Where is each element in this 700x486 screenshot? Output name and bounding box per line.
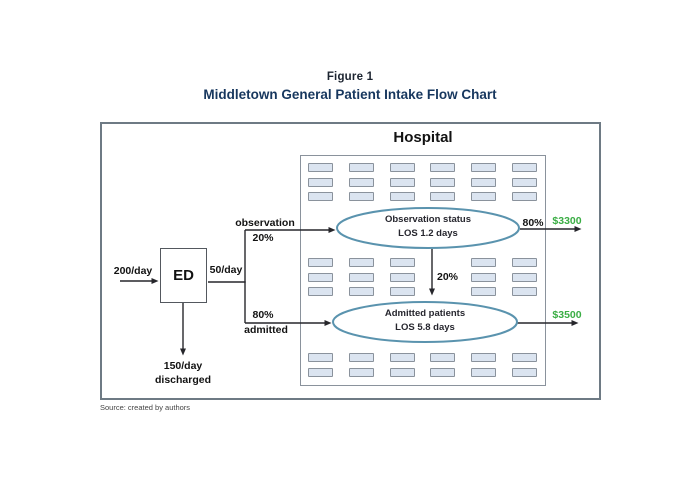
observation-node-line1: Observation status — [384, 214, 472, 225]
admitted-branch-word-label: admitted — [244, 324, 288, 336]
ed-output-rate-label: 50/day — [209, 264, 243, 276]
observation-branch-pct-label: 20% — [252, 232, 274, 244]
admitted-branch-pct-label: 80% — [252, 309, 274, 321]
admitted-out-value-label: $3500 — [552, 309, 582, 321]
figure-title: Middletown General Patient Intake Flow C… — [203, 87, 497, 102]
admitted-node-line1: Admitted patients — [384, 308, 466, 319]
observation-node-line2: LOS 1.2 days — [398, 227, 458, 239]
hospital-label: Hospital — [393, 129, 453, 146]
hospital-building — [300, 155, 546, 386]
admitted-node-ellipse — [332, 301, 518, 343]
observation-out-pct-label: 80% — [522, 217, 544, 229]
transfer-pct-label: 20% — [437, 271, 459, 283]
observation-node-ellipse — [336, 207, 520, 249]
admitted-node-text: Admitted patients LOS 5.8 days — [333, 307, 517, 334]
figure-number: Figure 1 — [326, 71, 374, 83]
observation-branch-word-label: observation — [235, 217, 295, 229]
intake-rate-label: 200/day — [113, 265, 153, 277]
source-note: Source: created by authors — [100, 403, 191, 412]
discharge-word-label: discharged — [154, 374, 212, 386]
ed-node-label: ED — [173, 267, 194, 284]
observation-out-value-label: $3300 — [552, 215, 582, 227]
admitted-node-line2: LOS 5.8 days — [395, 321, 455, 333]
observation-node-text: Observation status LOS 1.2 days — [337, 213, 519, 240]
ed-node: ED — [160, 248, 207, 303]
discharge-rate-label: 150/day — [163, 360, 203, 372]
